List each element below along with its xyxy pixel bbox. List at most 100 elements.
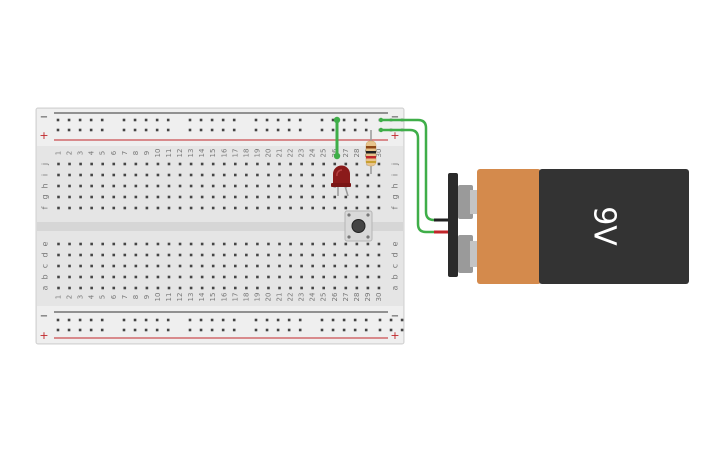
- breadboard-hole[interactable]: [278, 275, 281, 279]
- breadboard-hole[interactable]: [78, 318, 82, 322]
- breadboard-hole[interactable]: [78, 118, 82, 122]
- breadboard-hole[interactable]: [178, 184, 182, 188]
- breadboard-hole[interactable]: [366, 275, 370, 279]
- breadboard-hole[interactable]: [245, 173, 248, 177]
- breadboard-hole[interactable]: [278, 173, 281, 177]
- breadboard-hole[interactable]: [122, 118, 126, 122]
- breadboard-hole[interactable]: [67, 318, 71, 322]
- breadboard-hole[interactable]: [134, 275, 138, 279]
- breadboard-hole[interactable]: [211, 206, 215, 210]
- breadboard-hole[interactable]: [123, 242, 127, 246]
- breadboard-hole[interactable]: [90, 206, 93, 210]
- breadboard-hole[interactable]: [101, 275, 104, 279]
- breadboard-hole[interactable]: [68, 275, 71, 279]
- breadboard-hole[interactable]: [331, 318, 335, 322]
- breadboard-hole[interactable]: [100, 128, 104, 132]
- breadboard-hole[interactable]: [298, 328, 302, 332]
- breadboard-hole[interactable]: [342, 118, 346, 122]
- breadboard-hole[interactable]: [133, 318, 137, 322]
- breadboard-hole[interactable]: [56, 128, 60, 132]
- breadboard-hole[interactable]: [57, 275, 60, 279]
- breadboard-hole[interactable]: [232, 328, 236, 332]
- breadboard-hole[interactable]: [342, 318, 346, 322]
- breadboard-hole[interactable]: [101, 264, 104, 268]
- breadboard-hole[interactable]: [123, 173, 127, 177]
- breadboard-hole[interactable]: [68, 253, 71, 257]
- breadboard-hole[interactable]: [89, 128, 93, 132]
- breadboard-hole[interactable]: [101, 173, 104, 177]
- breadboard-hole[interactable]: [79, 162, 82, 166]
- green-wire-minus-rail-to-battery[interactable]: [379, 118, 442, 222]
- breadboard-hole[interactable]: [211, 253, 215, 257]
- breadboard-hole[interactable]: [254, 318, 258, 322]
- breadboard-hole[interactable]: [366, 184, 370, 188]
- breadboard-hole[interactable]: [256, 242, 259, 246]
- breadboard-hole[interactable]: [222, 264, 226, 268]
- breadboard-hole[interactable]: [333, 195, 337, 199]
- breadboard-hole[interactable]: [144, 118, 148, 122]
- breadboard-hole[interactable]: [234, 162, 237, 166]
- breadboard-hole[interactable]: [188, 118, 192, 122]
- breadboard-hole[interactable]: [101, 242, 104, 246]
- breadboard-hole[interactable]: [300, 253, 303, 257]
- breadboard-hole[interactable]: [145, 206, 149, 210]
- breadboard-hole[interactable]: [167, 242, 171, 246]
- breadboard-hole[interactable]: [199, 328, 203, 332]
- breadboard-hole[interactable]: [67, 118, 71, 122]
- breadboard-hole[interactable]: [377, 173, 381, 177]
- breadboard-hole[interactable]: [178, 162, 182, 166]
- breadboard-hole[interactable]: [144, 128, 148, 132]
- breadboard-hole[interactable]: [256, 253, 259, 257]
- breadboard-hole[interactable]: [298, 128, 302, 132]
- breadboard-hole[interactable]: [200, 286, 204, 290]
- breadboard-hole[interactable]: [333, 286, 337, 290]
- breadboard-hole[interactable]: [166, 318, 170, 322]
- breadboard-hole[interactable]: [178, 206, 182, 210]
- breadboard-hole[interactable]: [222, 162, 226, 166]
- breadboard-hole[interactable]: [256, 286, 259, 290]
- breadboard-hole[interactable]: [377, 242, 381, 246]
- breadboard-hole[interactable]: [311, 253, 314, 257]
- breadboard-hole[interactable]: [156, 286, 160, 290]
- breadboard-hole[interactable]: [90, 173, 93, 177]
- breadboard-hole[interactable]: [355, 195, 359, 199]
- breadboard-hole[interactable]: [199, 118, 203, 122]
- breadboard-hole[interactable]: [156, 253, 160, 257]
- breadboard-hole[interactable]: [278, 184, 281, 188]
- breadboard-hole[interactable]: [311, 242, 314, 246]
- breadboard-hole[interactable]: [155, 318, 159, 322]
- breadboard-hole[interactable]: [265, 318, 269, 322]
- breadboard-hole[interactable]: [245, 264, 248, 268]
- breadboard-hole[interactable]: [156, 264, 160, 268]
- breadboard-hole[interactable]: [256, 195, 259, 199]
- breadboard-hole[interactable]: [364, 118, 368, 122]
- breadboard-hole[interactable]: [256, 162, 259, 166]
- breadboard-hole[interactable]: [133, 328, 137, 332]
- breadboard-hole[interactable]: [112, 184, 116, 188]
- breadboard-hole[interactable]: [287, 318, 291, 322]
- breadboard-hole[interactable]: [178, 275, 182, 279]
- breadboard-hole[interactable]: [353, 128, 357, 132]
- breadboard-hole[interactable]: [278, 286, 281, 290]
- breadboard-hole[interactable]: [256, 264, 259, 268]
- breadboard-hole[interactable]: [322, 206, 325, 210]
- breadboard-hole[interactable]: [222, 173, 226, 177]
- breadboard-hole[interactable]: [112, 275, 116, 279]
- breadboard-hole[interactable]: [289, 275, 292, 279]
- breadboard-hole[interactable]: [300, 286, 303, 290]
- breadboard-hole[interactable]: [145, 275, 149, 279]
- breadboard-hole[interactable]: [200, 206, 204, 210]
- breadboard-hole[interactable]: [68, 195, 71, 199]
- breadboard-hole[interactable]: [344, 264, 348, 268]
- breadboard-hole[interactable]: [366, 195, 370, 199]
- breadboard-hole[interactable]: [89, 118, 93, 122]
- breadboard-hole[interactable]: [200, 264, 204, 268]
- breadboard-hole[interactable]: [265, 128, 269, 132]
- breadboard-hole[interactable]: [366, 206, 370, 210]
- breadboard-hole[interactable]: [134, 253, 138, 257]
- breadboard-hole[interactable]: [342, 128, 346, 132]
- breadboard-hole[interactable]: [167, 275, 171, 279]
- breadboard-hole[interactable]: [322, 242, 325, 246]
- breadboard-hole[interactable]: [167, 162, 171, 166]
- breadboard-hole[interactable]: [189, 162, 193, 166]
